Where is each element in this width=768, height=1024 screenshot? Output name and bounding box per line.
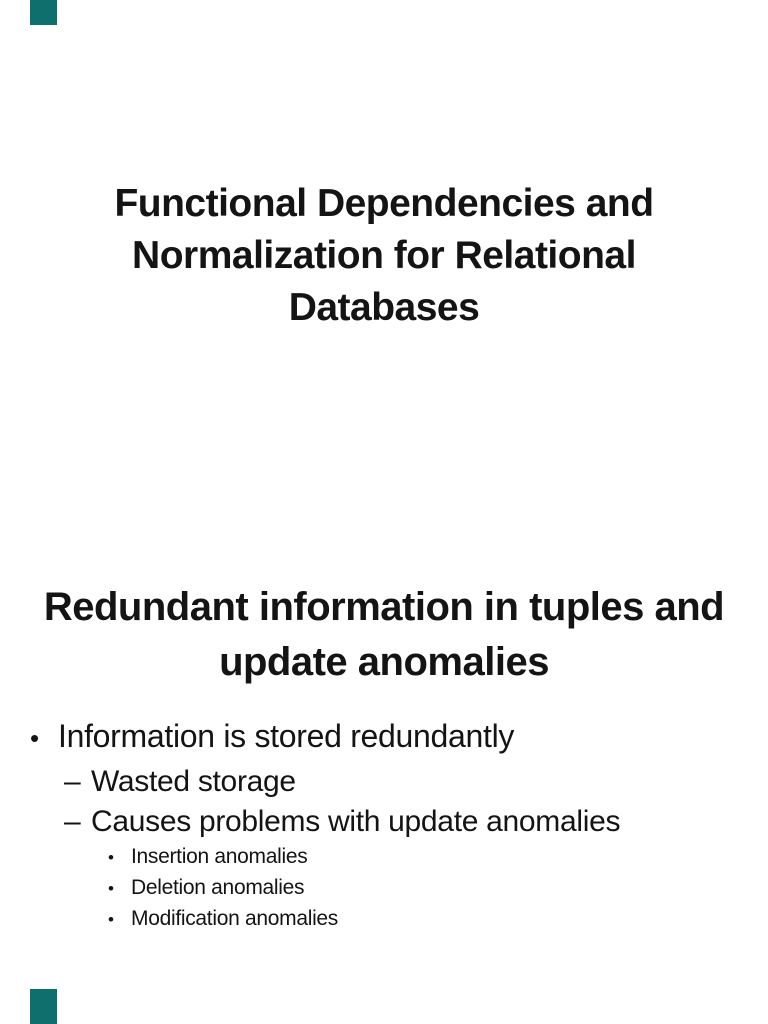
list-item: • Information is stored redundantly <box>0 712 768 762</box>
bullet-glyph: • <box>108 910 114 929</box>
list-item: – Wasted storage <box>0 762 768 802</box>
slide-title-line: Normalization for Relational <box>132 234 636 277</box>
bullet-list: • Information is stored redundantly – Wa… <box>0 712 768 935</box>
bullet-text: Deletion anomalies <box>131 876 305 899</box>
list-item: • Insertion anomalies <box>0 842 768 873</box>
section-heading: Redundant information in tuples and upda… <box>0 580 768 690</box>
page-edge-marker-top <box>30 0 57 25</box>
slide-title-line: Databases <box>288 286 480 329</box>
slide-title-line: Functional Dependencies and <box>114 182 654 225</box>
bullet-glyph: • <box>108 848 114 867</box>
bullet-glyph: • <box>30 723 39 753</box>
list-item: • Deletion anomalies <box>0 873 768 904</box>
bullet-text: Insertion anomalies <box>131 845 308 868</box>
bullet-glyph: • <box>108 879 114 898</box>
bullet-text: Information is stored redundantly <box>58 718 515 754</box>
dash-glyph: – <box>64 765 81 798</box>
list-item: – Causes problems with update anomalies <box>0 802 768 842</box>
bullet-text: Modification anomalies <box>131 907 339 930</box>
bullet-text: Wasted storage <box>91 765 296 798</box>
section-heading-line: Redundant information in tuples and <box>43 585 725 629</box>
bullet-text: Causes problems with update anomalies <box>91 805 621 838</box>
page-edge-marker-bottom <box>30 989 57 1024</box>
section-heading-line: update anomalies <box>219 640 549 684</box>
dash-glyph: – <box>64 805 81 838</box>
slide-title: Functional Dependencies and Normalizatio… <box>0 178 768 334</box>
list-item: • Modification anomalies <box>0 904 768 935</box>
